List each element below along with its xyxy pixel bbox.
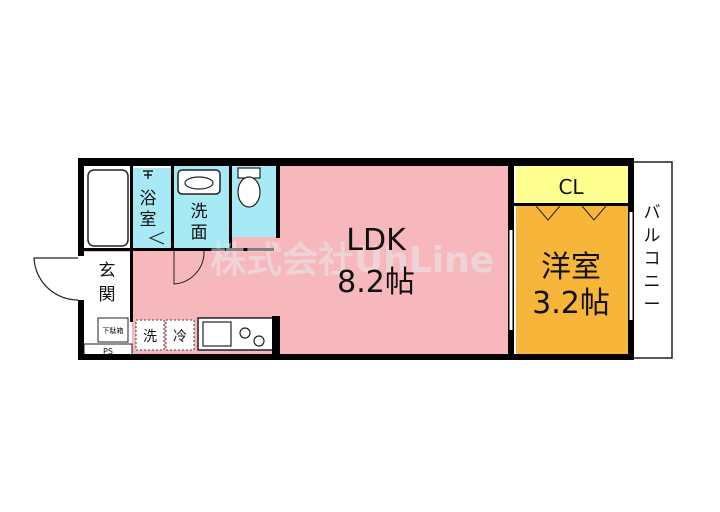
- closet-area: [516, 165, 628, 205]
- bath-drain-icon: [148, 231, 165, 245]
- balcony-char: ニ: [644, 272, 661, 292]
- balcony-label: バ ル コ ニ ー: [644, 203, 661, 315]
- bath-label-2: 室: [140, 210, 157, 230]
- ldk-name: LDK: [346, 223, 407, 258]
- bath-floor: [133, 168, 171, 248]
- closet-door-right: [581, 205, 607, 221]
- watermark: 株式会社UhLine: [210, 240, 494, 281]
- laundry-space: [135, 319, 165, 351]
- western-room-size: 3.2帖: [532, 286, 610, 321]
- balcony-char: ー: [644, 295, 661, 315]
- balcony-char: ル: [644, 226, 661, 246]
- entrance-door: [33, 257, 79, 301]
- balcony-char: コ: [644, 249, 661, 269]
- entrance-label-1: 玄: [99, 261, 116, 281]
- balcony-char: バ: [644, 203, 661, 223]
- wash-basin: [177, 169, 221, 195]
- washroom-door: [173, 250, 205, 285]
- ps-label: PS: [103, 347, 113, 356]
- entrance-label-2: 関: [99, 285, 116, 305]
- ldk-size: 8.2帖: [337, 265, 415, 300]
- toilet-bowl: [237, 176, 261, 208]
- balcony-area: [631, 161, 673, 359]
- shoe-box-label: 下駄箱: [103, 326, 124, 335]
- closet-door-left: [535, 205, 561, 221]
- kitchen-sink: [202, 321, 232, 347]
- stove-burner-2: [253, 335, 265, 347]
- stove-burner-1: [239, 327, 251, 339]
- fridge-space: [165, 319, 195, 351]
- bathtub: [87, 169, 129, 247]
- western-room-area: [516, 205, 628, 355]
- western-room-name: 洋室: [541, 250, 601, 285]
- wash-basin-bowl: [184, 176, 214, 190]
- washroom-label-2: 面: [191, 223, 208, 243]
- shoe-box: [97, 317, 129, 343]
- bath-label-1: 浴: [140, 189, 157, 209]
- closet-label: CL: [558, 175, 584, 199]
- shower-icon: [143, 170, 153, 179]
- washroom-label-1: 洗: [191, 202, 208, 222]
- fridge-label: 冷: [173, 329, 187, 345]
- laundry-label: 洗: [143, 329, 157, 345]
